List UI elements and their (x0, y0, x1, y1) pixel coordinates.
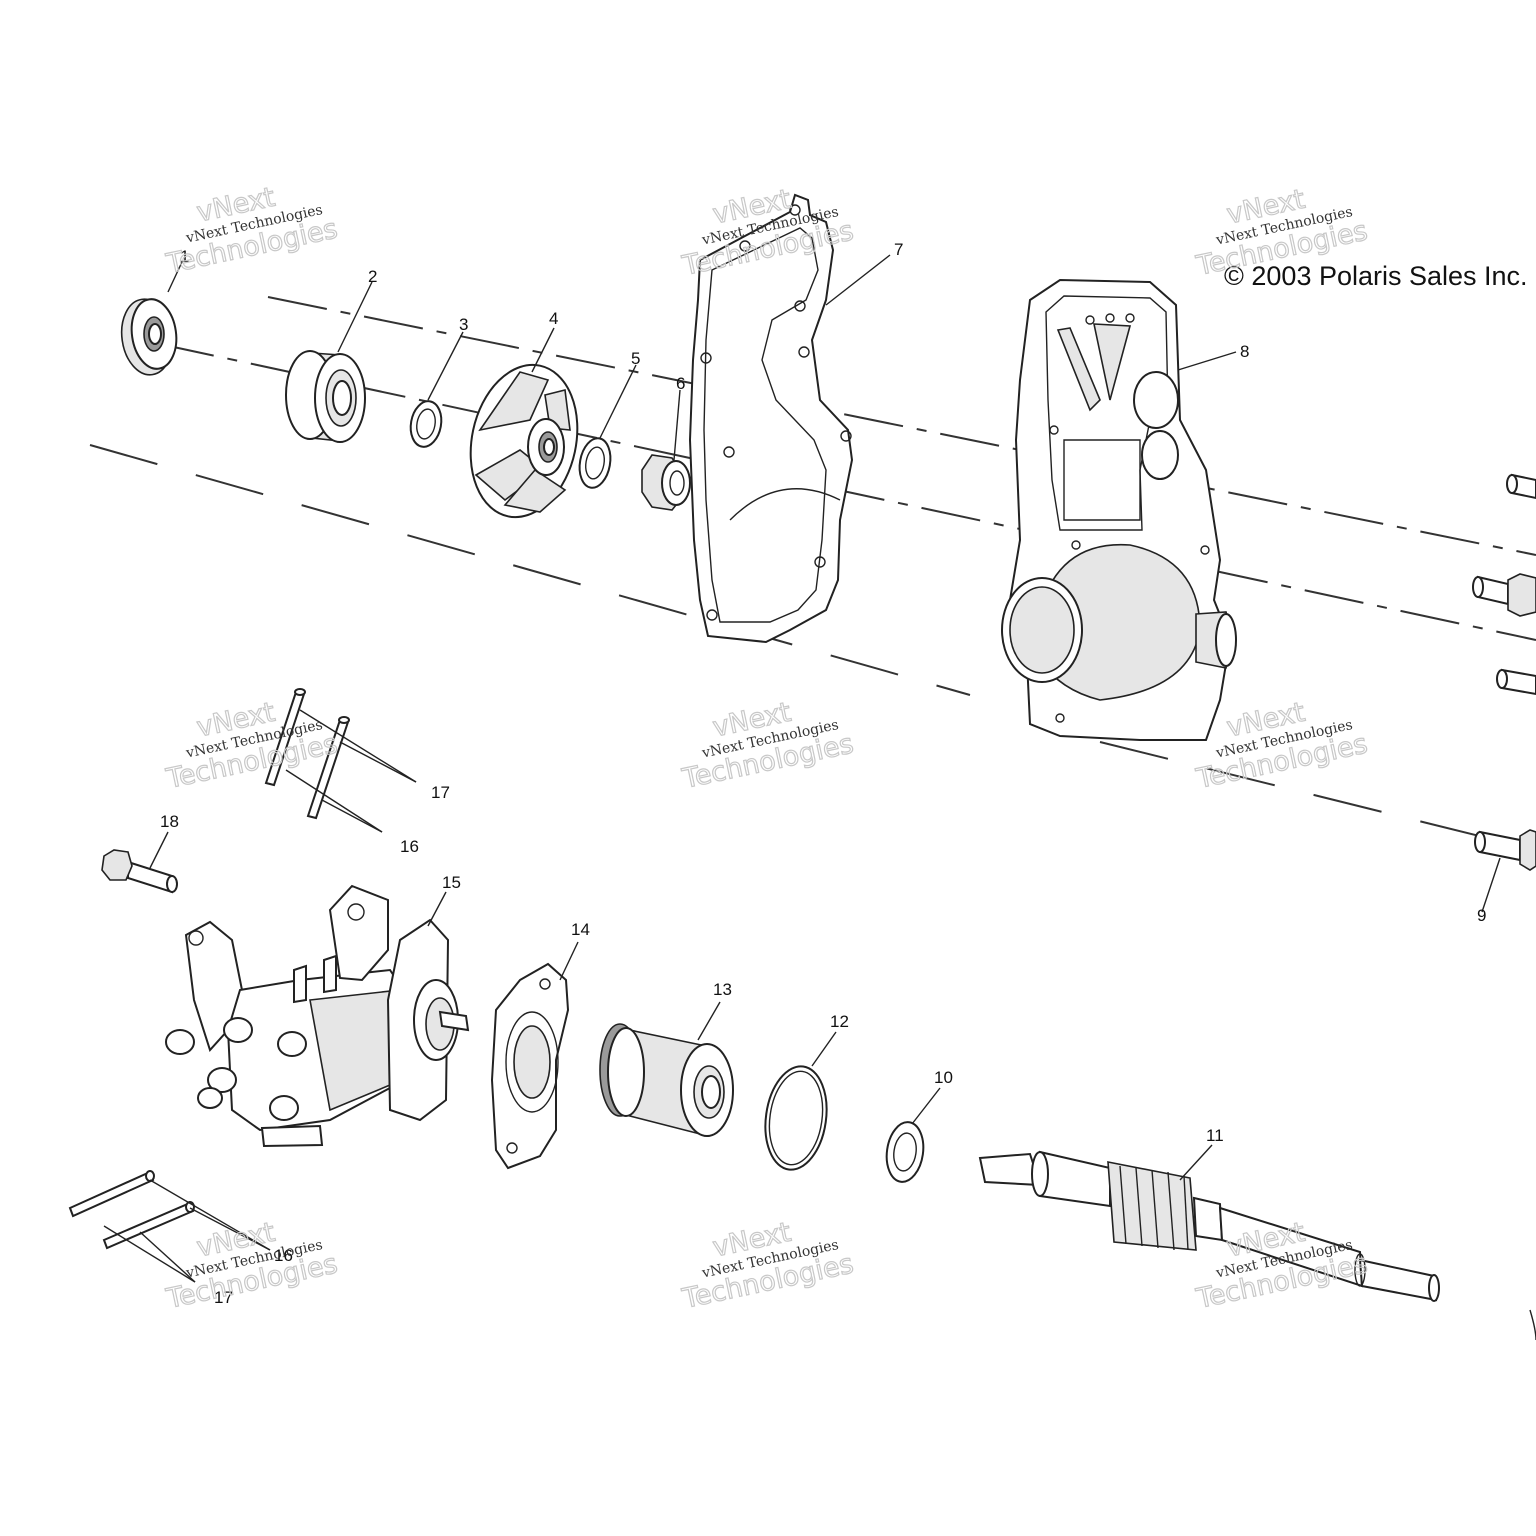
watermark-middle-left: vNext vNext Technologies Technologies (163, 696, 341, 795)
part-15-oil-pump (165, 884, 470, 1148)
part-3-washer (409, 400, 443, 448)
callout-11: 11 (1206, 1126, 1224, 1145)
callout-10: 10 (934, 1068, 953, 1087)
part-1-seal (120, 298, 178, 376)
part-5-washer (578, 437, 612, 489)
callout-14: 14 (571, 920, 590, 939)
callout-17-top: 17 (431, 783, 450, 802)
callout-12: 12 (830, 1012, 849, 1031)
callout-numbers: 1 2 3 4 5 6 7 8 9 10 11 12 13 14 15 16 1… (160, 240, 1486, 1307)
part-11-shaft (978, 1150, 1440, 1302)
part-13-bushing (599, 1023, 734, 1138)
part-6-nut (641, 454, 691, 511)
part-10-washer (885, 1121, 925, 1183)
part-4-impeller (469, 363, 579, 519)
callout-16-bottom: 16 (274, 1246, 293, 1265)
watermark-bottom-left: vNext vNext Technologies Technologies (163, 1216, 341, 1315)
part-2-bearing (285, 350, 366, 443)
callout-3: 3 (459, 315, 468, 334)
copyright-notice: © 2003 Polaris Sales Inc. (1224, 261, 1528, 291)
callout-9: 9 (1477, 906, 1486, 925)
part-18-bolt (101, 849, 178, 894)
part-7-gasket (688, 193, 854, 644)
parts-16-17-pins-bottom (68, 1170, 195, 1250)
callout-13: 13 (713, 980, 732, 999)
callout-7: 7 (894, 240, 903, 259)
watermark-top-left: vNext vNext Technologies Technologies (163, 181, 341, 280)
callout-17-bottom: 17 (214, 1288, 233, 1307)
callout-2: 2 (368, 267, 377, 286)
watermark-middle-center: vNext vNext Technologies Technologies (679, 696, 857, 795)
callout-15: 15 (442, 873, 461, 892)
callout-1: 1 (180, 247, 189, 266)
part-9-bolts (1472, 473, 1536, 1341)
callout-8: 8 (1240, 342, 1249, 361)
leader-lines (103, 254, 1501, 1283)
part-12-o-ring (764, 1065, 828, 1171)
callout-4: 4 (549, 309, 558, 328)
part-8-cover (1001, 278, 1237, 741)
callout-18: 18 (160, 812, 179, 831)
callout-5: 5 (631, 349, 640, 368)
callout-6: 6 (676, 374, 685, 393)
callout-16-top: 16 (400, 837, 419, 856)
watermark-bottom-center: vNext vNext Technologies Technologies (679, 1216, 857, 1315)
part-14-gasket (490, 962, 570, 1170)
parts-16-17-pins-top (264, 688, 350, 820)
